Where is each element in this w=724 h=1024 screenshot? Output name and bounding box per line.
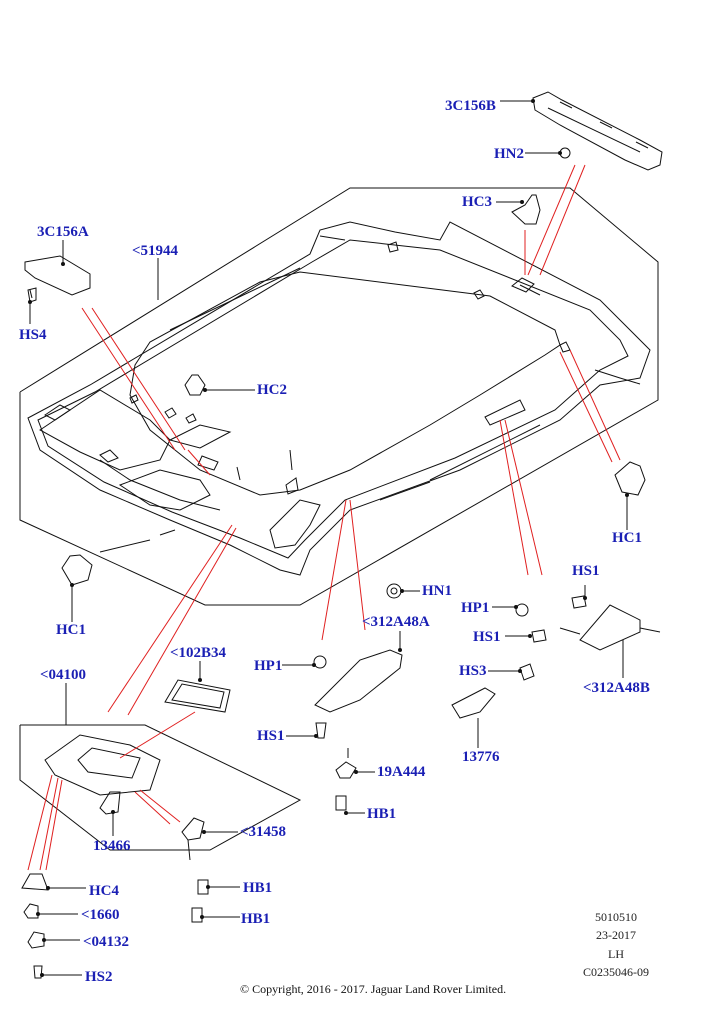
- callout-hc1-left[interactable]: HC1: [56, 622, 86, 638]
- callout-19a444[interactable]: 19A444: [377, 764, 426, 780]
- callout-3c156b[interactable]: 3C156B: [445, 98, 496, 114]
- sunroof-opening: [129, 271, 561, 496]
- hb1-bolt-b: [197, 879, 209, 895]
- callout-hb1-a[interactable]: HB1: [367, 806, 397, 822]
- hc1-right-clip: [614, 461, 646, 496]
- hn1-nut: [386, 583, 402, 599]
- callout-hb1-b[interactable]: HB1: [243, 880, 273, 896]
- mirror-102b34: [164, 679, 231, 713]
- callout-13466[interactable]: 13466: [93, 838, 131, 854]
- diagram-date: 23-2017: [596, 928, 636, 942]
- hc1-left-clip: [61, 554, 93, 586]
- callout-hs4[interactable]: HS4: [19, 327, 47, 343]
- callout-hc4[interactable]: HC4: [89, 883, 119, 899]
- headlining-inner-edge: [37, 239, 629, 559]
- callout-hs2[interactable]: HS2: [85, 969, 113, 985]
- callout-hc3[interactable]: HC3: [462, 194, 492, 210]
- callout-04100[interactable]: <04100: [40, 667, 87, 683]
- group-outline: [19, 187, 659, 606]
- callout-hn1[interactable]: HN1: [422, 583, 452, 599]
- bracket-312a48a: [314, 649, 403, 713]
- hb1-bolt-c: [191, 907, 203, 923]
- callout-312a48b[interactable]: <312A48B: [583, 680, 650, 696]
- part-1660: [23, 903, 39, 919]
- part-13466: [99, 791, 121, 815]
- diagram-code: 5010510: [595, 910, 637, 924]
- hs2-screw: [33, 965, 43, 979]
- callout-hp1-a[interactable]: HP1: [254, 658, 283, 674]
- hp1-pin-b: [515, 603, 529, 617]
- part-31458: [181, 817, 205, 841]
- callout-hs1-a[interactable]: HS1: [572, 563, 600, 579]
- hs1-screw-c: [315, 722, 327, 739]
- callout-102b34[interactable]: <102B34: [170, 645, 227, 661]
- headlining-panel: [27, 221, 651, 576]
- hp1-pin-a: [313, 655, 327, 669]
- hs1-screw-a: [571, 595, 587, 609]
- callout-hs3[interactable]: HS3: [459, 663, 487, 679]
- callout-04132[interactable]: <04132: [83, 934, 130, 950]
- part-13776: [451, 687, 496, 719]
- callout-312a48a[interactable]: <312A48A: [362, 614, 430, 630]
- callout-13776[interactable]: 13776: [462, 749, 500, 765]
- bracket-3c156b: [532, 91, 663, 171]
- diagram-ref: C0235046-09: [583, 965, 649, 979]
- callout-hc2[interactable]: HC2: [257, 382, 287, 398]
- copyright-notice: © Copyright, 2016 - 2017. Jaguar Land Ro…: [240, 982, 507, 996]
- hs3-screw: [519, 663, 535, 681]
- hc2-clip: [184, 374, 206, 396]
- callout-1660[interactable]: <1660: [81, 907, 120, 923]
- callout-31458[interactable]: <31458: [240, 824, 287, 840]
- hb1-bolt-a: [335, 795, 347, 811]
- part-19a444: [335, 761, 357, 779]
- hc4-clip: [21, 873, 49, 891]
- hs4-screw: [27, 287, 37, 303]
- callout-hn2[interactable]: HN2: [494, 146, 524, 162]
- callout-hp1-b[interactable]: HP1: [461, 600, 490, 616]
- callout-hs1-c[interactable]: HS1: [257, 728, 285, 744]
- part-04132: [27, 931, 45, 949]
- callout-hc1-right[interactable]: HC1: [612, 530, 642, 546]
- callout-3c156a[interactable]: 3C156A: [37, 224, 89, 240]
- sun-visor: [44, 734, 161, 796]
- callout-hs1-b[interactable]: HS1: [473, 629, 501, 645]
- hs1-screw-b: [531, 629, 547, 643]
- callout-hb1-c[interactable]: HB1: [241, 911, 271, 927]
- bracket-3c156a: [24, 255, 91, 296]
- hc3-clip: [511, 194, 541, 225]
- bracket-312a48b: [579, 604, 641, 651]
- sun-visor-group-box: [19, 724, 302, 851]
- diagram-side: LH: [608, 947, 624, 961]
- callout-51944[interactable]: <51944: [132, 243, 179, 259]
